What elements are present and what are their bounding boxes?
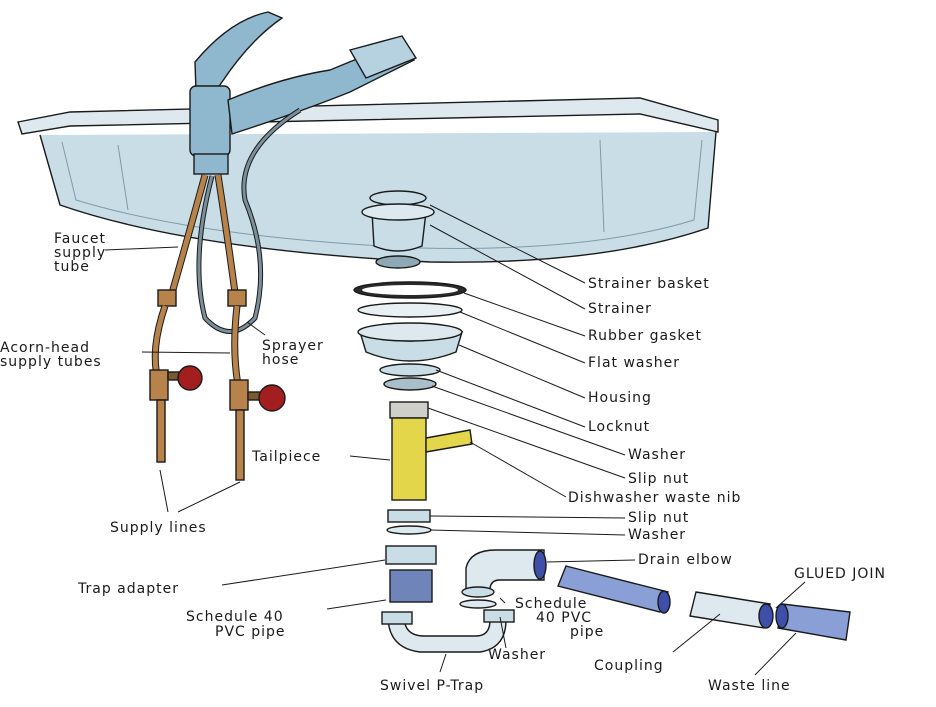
label-strainer-basket: Strainer basket (588, 276, 710, 292)
label-washer-lower: Washer (628, 527, 686, 543)
waste-line-part (775, 603, 851, 641)
valve-handle-left (177, 365, 203, 391)
label-slip-nut-upper: Slip nut (628, 471, 689, 487)
label-slip-nut-lower: Slip nut (628, 510, 689, 526)
labels: Faucet supply tube Acorn-head supply tub… (0, 231, 886, 694)
label-dishwasher-waste-nib: Dishwasher waste nib (568, 490, 741, 506)
label-locknut: Locknut (588, 419, 650, 435)
label-drain-elbow: Drain elbow (638, 552, 733, 568)
leader-lines (104, 204, 806, 676)
sink-basin (17, 97, 719, 263)
label-acorn-head-1: Acorn-head (0, 340, 90, 356)
label-faucet-supply-tube-1: Faucet (54, 231, 106, 247)
drain-elbow (459, 549, 547, 609)
label-sprayer-hose-2: hose (262, 352, 299, 368)
supply-lines-left (149, 289, 203, 463)
strainer-stack (353, 190, 467, 391)
swivel-p-trap (381, 609, 515, 653)
label-schedule-40-left-1: Schedule 40 (186, 609, 284, 625)
label-rubber-gasket: Rubber gasket (588, 328, 702, 344)
label-flat-washer: Flat washer (588, 355, 680, 371)
label-schedule-40-left-2: PVC pipe (215, 624, 286, 640)
label-faucet-supply-tube-3: tube (54, 259, 90, 275)
pvc-pipe-right (557, 565, 671, 614)
label-coupling: Coupling (594, 658, 664, 674)
label-washer-bottom: Washer (488, 647, 546, 663)
label-faucet-supply-tube-2: supply (54, 245, 106, 261)
faucet (189, 11, 418, 175)
label-schedule-40-right-2: 40 PVC (536, 610, 592, 626)
label-schedule-40-right-3: pipe (570, 624, 604, 640)
faucet-supply-tubes (166, 174, 240, 301)
supply-lines-right (227, 289, 286, 481)
label-acorn-head-2: supply tubes (0, 354, 102, 370)
label-tailpiece: Tailpiece (251, 449, 321, 465)
label-trap-adapter: Trap adapter (77, 581, 179, 597)
label-sprayer-hose-1: Sprayer (262, 338, 324, 354)
tailpiece (389, 401, 473, 501)
coupling-part (689, 591, 774, 629)
valve-handle-right (258, 384, 286, 412)
slip-nut-washer (386, 509, 432, 535)
label-supply-lines: Supply lines (110, 520, 207, 536)
label-swivel-p-trap: Swivel P-Trap (380, 678, 484, 694)
label-waste-line: Waste line (708, 678, 791, 694)
label-housing: Housing (588, 390, 652, 406)
label-glued-joint: GLUED JOIN (794, 566, 886, 582)
trap-adapter (385, 545, 437, 603)
label-schedule-40-right-1: Schedule (515, 596, 587, 612)
label-strainer: Strainer (588, 301, 652, 317)
label-washer-upper: Washer (628, 447, 686, 463)
